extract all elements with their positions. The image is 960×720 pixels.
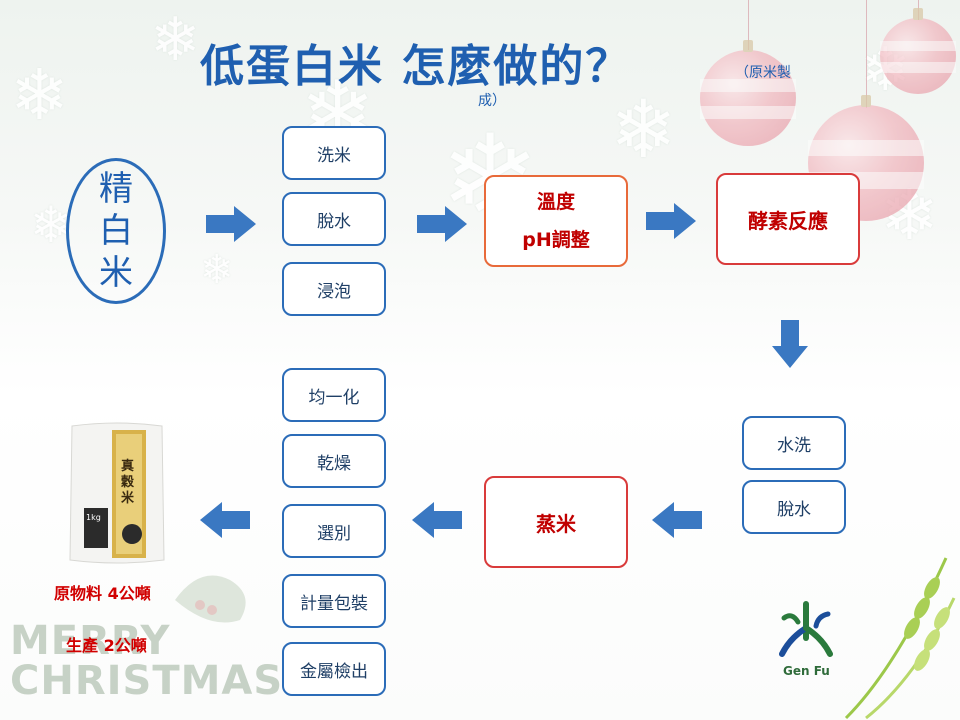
gen-fu-logo-icon xyxy=(779,601,833,657)
temperature-ph-box: 溫度 pH調整 xyxy=(484,175,628,267)
arrow-left-icon xyxy=(652,502,702,538)
snowflake-icon: ❄ xyxy=(10,54,69,136)
ornament-string xyxy=(866,0,867,108)
step-box: 浸泡 xyxy=(282,262,386,316)
snowflake-icon: ❄ xyxy=(30,196,72,254)
step-box: 脫水 xyxy=(282,192,386,246)
production-amount: 生產 2公噸 xyxy=(66,636,147,655)
ornament-icon xyxy=(880,8,956,94)
snowflake-icon: ❄ xyxy=(200,247,234,293)
step-box: 金屬檢出 xyxy=(282,642,386,696)
step-box: 均一化 xyxy=(282,368,386,422)
subtitle-line1: （原米製 xyxy=(735,65,791,81)
source-rice-oval: 精 白 米 xyxy=(66,158,166,304)
step-box: 洗米 xyxy=(282,126,386,180)
steam-rice-box: 蒸米 xyxy=(484,476,628,568)
logo-name: Gen Fu xyxy=(783,664,830,678)
svg-text:1kg: 1kg xyxy=(86,513,101,522)
snowflake-icon: ❄ xyxy=(150,5,201,75)
temperature-label: 溫度 xyxy=(536,191,575,213)
background-text-merry: MERRY xyxy=(10,618,171,664)
step-box: 選別 xyxy=(282,504,386,558)
svg-text:米: 米 xyxy=(121,490,135,506)
arrow-right-icon xyxy=(646,203,696,239)
arrow-right-icon xyxy=(206,206,256,242)
holly-leaf-icon xyxy=(175,575,246,623)
svg-text:穀: 穀 xyxy=(120,474,135,490)
subtitle-line2: 成） xyxy=(478,93,506,109)
page-title: 低蛋白米 怎麼做的？ xyxy=(200,41,632,92)
snowflake-icon: ❄ xyxy=(610,83,678,176)
arrow-down-icon xyxy=(772,320,808,368)
svg-text:真: 真 xyxy=(121,458,134,474)
source-char: 精 xyxy=(99,169,133,209)
raw-material-amount: 原物料 4公噸 xyxy=(54,584,151,603)
rice-bag-image: 真 穀 米 1kg xyxy=(69,422,165,564)
source-char: 米 xyxy=(99,253,133,293)
ornament-string xyxy=(748,0,749,50)
step-box: 脫水 xyxy=(742,480,846,534)
arrow-right-icon xyxy=(417,206,467,242)
step-box: 乾燥 xyxy=(282,434,386,488)
background-text-christmas: CHRISTMAS xyxy=(10,658,284,704)
step-box: 水洗 xyxy=(742,416,846,470)
enzyme-reaction-box: 酵素反應 xyxy=(716,173,860,265)
step-box: 計量包裝 xyxy=(282,574,386,628)
ph-label: pH調整 xyxy=(522,229,590,251)
arrow-left-icon xyxy=(200,502,250,538)
source-char: 白 xyxy=(99,211,133,251)
rice-stalk-icon xyxy=(844,557,956,720)
arrow-left-icon xyxy=(412,502,462,538)
ornament-icon xyxy=(700,40,796,146)
